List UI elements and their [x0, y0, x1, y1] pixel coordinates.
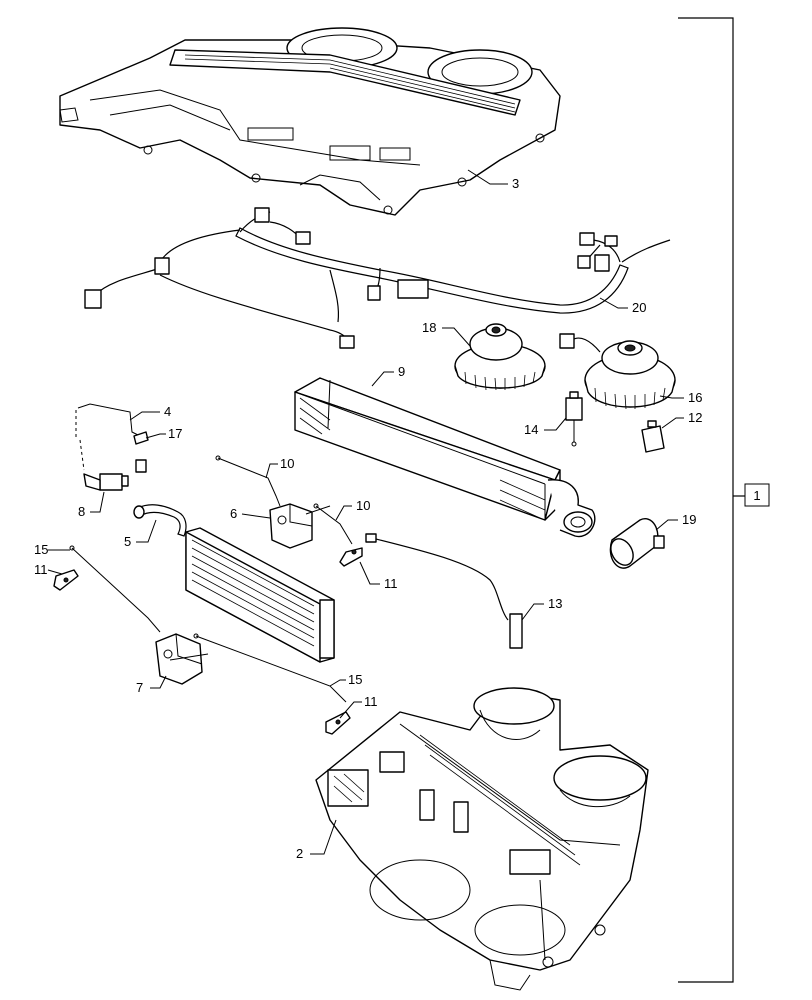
callout-11-left: 11 — [34, 562, 48, 577]
lever-11-bottom — [325, 711, 351, 735]
lower-housing — [315, 687, 649, 991]
blower-motor-16 — [559, 333, 676, 410]
expansion-valve-19 — [609, 518, 665, 569]
callout-7: 7 — [136, 680, 143, 695]
callout-10-lower: 10 — [356, 498, 370, 513]
callout-16: 16 — [688, 390, 702, 405]
callout-2: 2 — [296, 846, 303, 861]
callout-4: 4 — [164, 404, 171, 419]
blower-motor-18 — [454, 323, 546, 391]
assembly-bracket: 1 — [678, 17, 770, 983]
callout-3: 3 — [512, 176, 519, 191]
heater-core — [185, 527, 335, 663]
callout-13: 13 — [548, 596, 562, 611]
callout-10-upper: 10 — [280, 456, 294, 471]
evaporator-core — [294, 377, 596, 538]
sensor-13 — [365, 533, 523, 649]
actuator-8 — [79, 439, 147, 491]
lever-11-left — [53, 569, 79, 591]
heater-hose-5 — [133, 504, 187, 537]
callout-8: 8 — [78, 504, 85, 519]
wiring-harness — [84, 207, 671, 349]
lever-11-middle — [339, 547, 363, 567]
callout-14: 14 — [524, 422, 538, 437]
actuator-6 — [269, 503, 331, 549]
cable-10-left — [215, 455, 281, 507]
callout-11-middle: 11 — [384, 576, 398, 591]
relay-12 — [641, 420, 665, 453]
cable-4 — [75, 403, 141, 440]
assembly-label: 1 — [753, 488, 760, 503]
callout-18: 18 — [422, 320, 436, 335]
upper-housing-cover — [59, 27, 561, 216]
clip-17 — [133, 431, 149, 445]
cable-10-right — [313, 503, 353, 545]
callout-19: 19 — [682, 512, 696, 527]
callout-6: 6 — [230, 506, 237, 521]
callout-20: 20 — [632, 300, 646, 315]
resistor-14 — [565, 391, 583, 447]
actuator-7 — [155, 633, 209, 685]
callout-11-bottom: 11 — [364, 694, 378, 709]
callout-9: 9 — [398, 364, 405, 379]
callout-12: 12 — [688, 410, 702, 425]
callout-17: 17 — [168, 426, 182, 441]
callout-5: 5 — [124, 534, 131, 549]
cable-15-left — [69, 545, 161, 633]
callout-15-bottom: 15 — [348, 672, 362, 687]
callout-15-left: 15 — [34, 542, 48, 557]
callouts: 3 20 18 9 16 12 14 4 17 10 8 6 1 — [34, 169, 702, 861]
